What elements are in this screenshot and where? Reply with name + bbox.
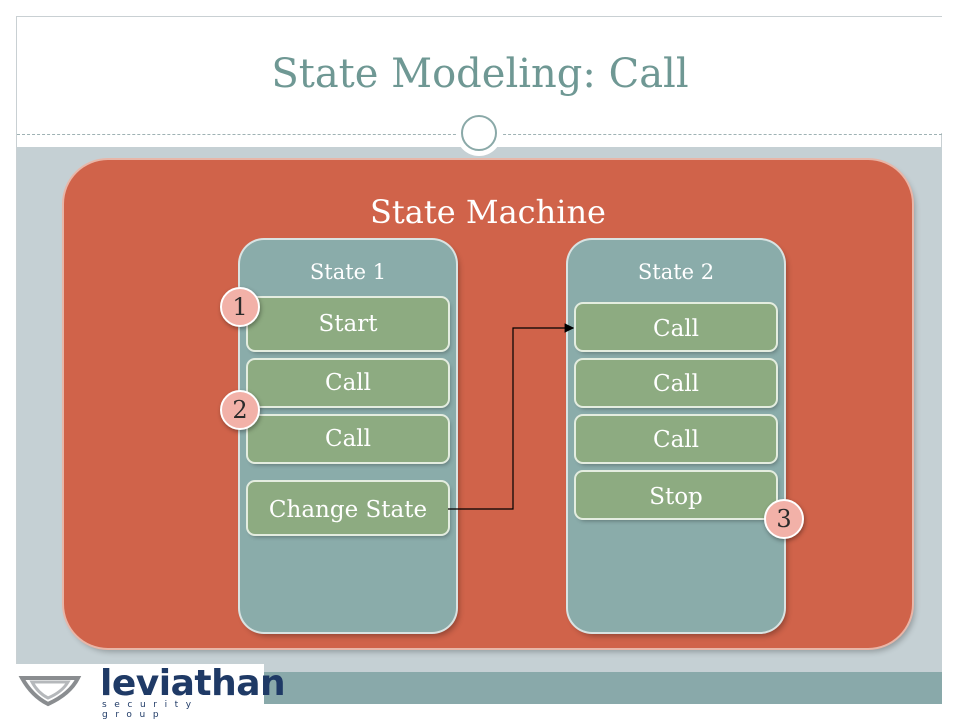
state-machine-title: State Machine [370, 193, 606, 231]
slide-title: State Modeling: Call [271, 51, 689, 97]
shield-logo-icon [18, 676, 82, 707]
logo-tagline: security group [102, 700, 199, 720]
leviathan-logo: leviathan security group [16, 664, 286, 720]
state-1-item-call: Call [248, 416, 448, 462]
state-2-item-call: Call [576, 304, 776, 350]
state-2-item-call: Call [576, 360, 776, 406]
state-2-item-call: Call [576, 416, 776, 462]
state-2-label: State 2 [637, 260, 715, 284]
state-1-label: State 1 [309, 260, 387, 284]
state-1-item-start: Start [248, 298, 448, 350]
logo-wordmark: leviathan [100, 663, 286, 704]
title-ornament-circle [456, 110, 502, 156]
state-1-item-call: Call [248, 360, 448, 406]
state-1-item-change-state: Change State [248, 482, 448, 534]
step-badge-1: 1 [220, 287, 260, 327]
state-2-item-stop: Stop [576, 472, 776, 518]
step-badge-3: 3 [764, 499, 804, 539]
title-ornament-inner-circle [461, 115, 497, 151]
footer-bar [264, 672, 942, 704]
step-badge-2: 2 [220, 390, 260, 430]
state-machine-container [64, 160, 912, 648]
